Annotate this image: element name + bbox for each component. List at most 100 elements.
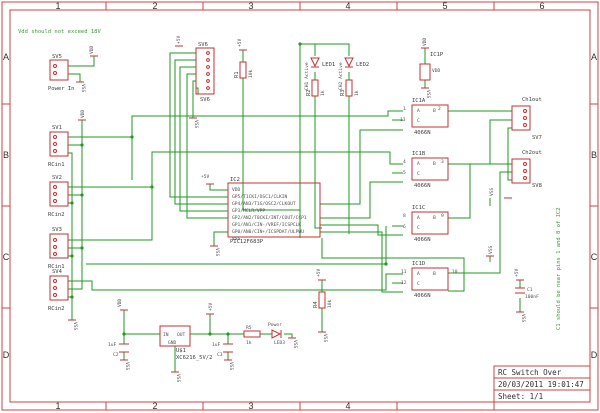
schematic-title: RC Switch Over	[498, 368, 562, 377]
vss-symbol-u1: VSS	[171, 371, 181, 383]
vss-symbol-led3: VSS	[288, 337, 298, 349]
ic1c-value: 4066N	[414, 237, 431, 243]
col-label-2-bottom: 2	[152, 401, 157, 411]
sv8-name: SV8	[532, 183, 542, 189]
vdd-symbol-reg: VDD	[117, 298, 128, 311]
ic2-pin-vss: VSS	[232, 236, 241, 242]
vss-symbol-sv6: VSS	[189, 117, 199, 129]
col-label-4: 4	[345, 1, 350, 11]
ic1b-4066: IC1B 4066N 4 3 5 A B C	[403, 151, 449, 189]
v5-symbol-sv6: +5V	[175, 35, 183, 47]
sv8-label: Ch2out	[522, 150, 542, 156]
r4-value: 10k	[327, 299, 333, 308]
ic2-pin-gp4: GP4/AN3/T1G/OSC2/CLKOUT	[232, 201, 296, 207]
capacitor-c1: C1 100nF	[515, 287, 539, 300]
r2-name: R2	[306, 89, 312, 96]
c2-name: C2	[113, 352, 119, 358]
ic1p-name: IC1P	[430, 52, 444, 58]
svg-text:VSS: VSS	[488, 245, 494, 254]
ic1d-pin-c: C	[417, 281, 420, 287]
ic1c-pin-6: 6	[403, 224, 406, 230]
ic2-pin-gp3: GP3/MCLR/VPP	[232, 208, 265, 214]
ic1b-pin-a: A	[417, 161, 420, 167]
row-label-a: A	[3, 52, 9, 62]
ic1d-pin-12: 12	[401, 280, 407, 286]
col-label-5: 5	[442, 1, 447, 11]
connector-sv8: Ch2out SV8	[511, 150, 542, 189]
svg-text:+5V: +5V	[237, 38, 243, 47]
ic1c-pin-c: C	[417, 225, 420, 231]
wires	[68, 43, 521, 372]
vss-symbol-c3: VSS	[224, 359, 234, 371]
connector-sv1: SV1 RCin1	[48, 125, 69, 168]
ic1b-value: 4066N	[414, 183, 431, 189]
r1-value: 10k	[248, 69, 254, 78]
vss-symbol-ic1p: VSS	[421, 87, 431, 99]
svg-text:VDD: VDD	[117, 298, 123, 307]
col-label-1-bottom: 1	[55, 401, 60, 411]
ic1a-pin-a: A	[417, 108, 420, 114]
svg-text:VSS: VSS	[214, 248, 220, 257]
row-label-c: C	[3, 252, 10, 262]
vss-symbol-c1: VSS	[516, 311, 526, 323]
connector-sv3: SV3 RCin1	[48, 227, 69, 270]
led3: Power LED3	[268, 322, 285, 346]
u1-name: U$1	[176, 348, 186, 354]
sv5-name: SV5	[52, 54, 62, 60]
ic1a-pin-b: B	[433, 108, 436, 114]
ic1b-pin-4: 4	[403, 159, 406, 165]
row-label-c-right: C	[591, 252, 598, 262]
svg-text:VSS: VSS	[193, 120, 199, 129]
v5-symbol-c1: +5V	[514, 268, 524, 281]
junction-dots	[70, 42, 388, 336]
r2-value: 1k	[320, 90, 326, 96]
sv1-name: SV1	[52, 125, 62, 131]
sv3-name: SV3	[52, 227, 62, 233]
connector-sv7: Ch1out SV7	[511, 97, 542, 141]
ic1c-pin-9: 9	[441, 213, 444, 219]
svg-text:VSS: VSS	[175, 374, 181, 383]
row-label-a-right: A	[591, 52, 597, 62]
svg-text:VSS: VSS	[322, 334, 328, 343]
resistor-r2: R2 1k	[306, 79, 326, 97]
ic1b-pin-5: 5	[403, 170, 406, 176]
vss-symbol-outputs2: VSS	[486, 245, 494, 257]
svg-text:VSS: VSS	[489, 187, 495, 196]
c1-value: 100nF	[525, 294, 539, 300]
ic1a-pin-2: 2	[438, 106, 441, 112]
resistor-r4: R4 10k	[313, 291, 333, 309]
sv2-label: RCin2	[48, 212, 65, 218]
svg-text:VSS: VSS	[425, 90, 431, 99]
ic1d-value: 4066N	[414, 293, 431, 299]
ic1a-pin-1: 1	[403, 106, 406, 112]
sv7-label: Ch1out	[522, 97, 542, 103]
connector-sv6: SV6 SV6	[195, 42, 215, 103]
ic2-pin-vdd: VDD	[232, 187, 241, 193]
svg-text:VSS: VSS	[72, 322, 78, 331]
ic2-pin-gp0: GP0/AN0/CIN+/ICSPDAT/ULPWU	[232, 229, 304, 235]
svg-text:+5V: +5V	[208, 302, 214, 311]
vss-symbol-inputs: VSS	[68, 319, 78, 331]
led3-label: Power	[268, 322, 282, 328]
schematic-sheet: Sheet: 1/1	[498, 392, 543, 401]
connector-sv2: SV2 RCin2	[48, 175, 69, 218]
note-vdd-limit: Vdd should not exceed 18V	[18, 29, 101, 35]
led2: LED2 CH2 Active	[338, 57, 369, 90]
svg-text:VSS: VSS	[80, 84, 86, 93]
led1-name: LED1	[322, 62, 335, 68]
regulator-u1: IN OUT GND U$1 XC6216_5V/2	[159, 325, 212, 361]
resistor-r1: R1 10k	[234, 61, 254, 79]
row-label-b: B	[3, 150, 9, 160]
vss-symbol-sv5: VSS	[76, 81, 86, 93]
sv6-name: SV6	[198, 42, 208, 48]
col-label-4-bottom: 4	[345, 401, 350, 411]
r5-name: R5	[246, 325, 252, 331]
ic1d-pin-b: B	[433, 271, 436, 277]
led2-name: LED2	[356, 62, 369, 68]
svg-text:VDD: VDD	[80, 109, 86, 118]
vdd-symbol-ic1p: VDD	[421, 37, 429, 49]
v5-symbol-r4: +5V	[316, 268, 326, 281]
sv2-name: SV2	[52, 175, 62, 181]
led1-label: CH1 Active	[304, 62, 310, 90]
